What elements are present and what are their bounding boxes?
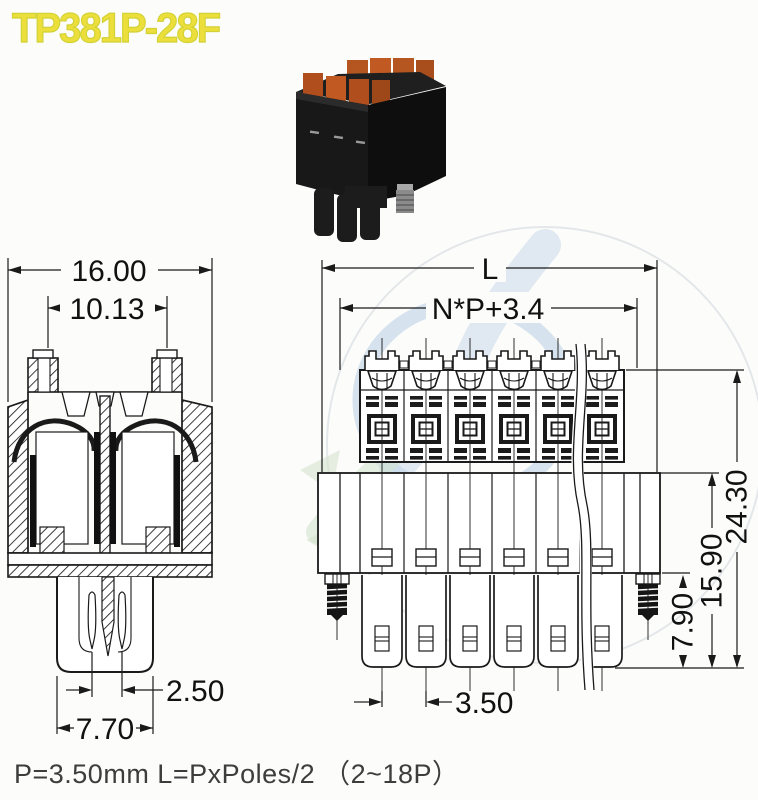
dim-plug-width: 7.70 (76, 713, 134, 746)
lever-row-front (303, 73, 390, 106)
dim-span-formula: N*P+3.4 (432, 293, 545, 326)
left-view-dimensions: 16.00 10.13 2.50 7.70 (7, 254, 224, 746)
dim-pitch: 3.50 (455, 687, 513, 720)
flange-screw-right (635, 573, 661, 640)
break-line (571, 343, 595, 691)
photo-pins (314, 186, 387, 242)
dim-pin-pitch: 2.50 (166, 675, 224, 708)
flange-screw-left (324, 573, 350, 640)
dim-inner-width: 10.13 (69, 293, 144, 326)
product-photo (296, 58, 446, 242)
dim-overall-width: 16.00 (71, 255, 146, 288)
dim-pin-length: 7.90 (667, 593, 700, 651)
left-view-section (7, 349, 213, 673)
right-view-front (317, 336, 661, 693)
dim-total-height: 24.30 (721, 469, 754, 544)
pitch-formula-note: P=3.50mm L=PxPoles/2 （2~18P） (14, 759, 460, 789)
dim-length: L (482, 253, 499, 286)
part-number-title: TP381P-28F (11, 3, 221, 51)
photo-screw (396, 184, 414, 213)
dim-body-height: 15.90 (696, 533, 729, 608)
right-view-dimensions: L N*P+3.4 24.30 15.90 7.90 3.50 (321, 252, 754, 720)
